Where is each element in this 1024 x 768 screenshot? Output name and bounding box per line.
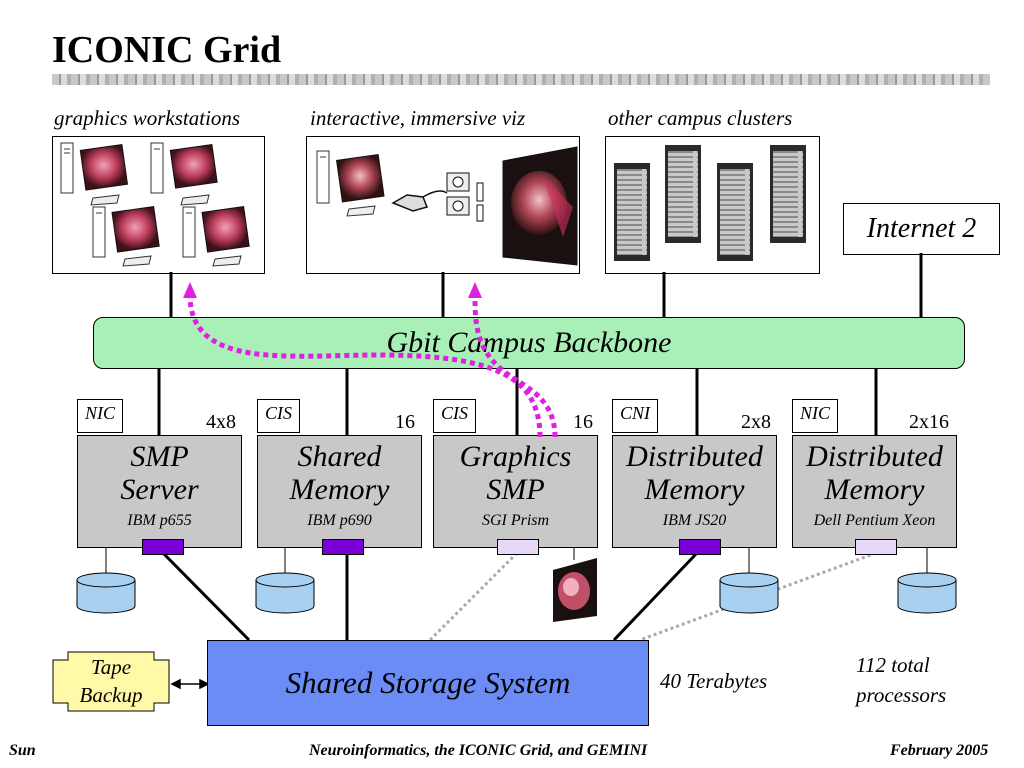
port-connector — [142, 539, 184, 555]
backbone-label: Gbit Campus Backbone — [386, 326, 672, 359]
workstation-icon — [60, 142, 129, 206]
stereo-glasses-icon — [391, 190, 448, 212]
transfer-arrows — [187, 294, 558, 438]
node-processor-count: 16 — [573, 411, 593, 433]
node-tag-cis: CIS — [433, 399, 476, 433]
disk-icon — [76, 572, 136, 614]
projector-icon — [446, 172, 484, 222]
node-name-line2: Memory — [824, 473, 925, 506]
node-model: Dell Pentium Xeon — [813, 512, 936, 529]
node-name-line2: Server — [120, 473, 199, 506]
port-connector — [322, 539, 364, 555]
processor-total-line1: 112 total — [856, 653, 930, 677]
workstation-icon — [92, 206, 160, 267]
node-model: IBM JS20 — [662, 512, 727, 529]
node-name: Distributed — [626, 440, 763, 473]
workstations-illustration — [60, 142, 250, 267]
node-distributed-memory-ibm: Distributed Memory IBM JS20 — [612, 435, 777, 548]
node-processor-count: 2x16 — [909, 411, 949, 433]
node-name-line2: SMP — [486, 473, 545, 506]
server-rack-icon — [770, 145, 806, 243]
node-name-line2: Memory — [644, 473, 745, 506]
footer-right: February 2005 — [890, 742, 989, 759]
tape-label-line2: Backup — [79, 683, 143, 707]
tape-backup: Tape Backup — [52, 651, 170, 712]
node-processor-count: 4x8 — [206, 411, 236, 433]
node-smp-server: SMP Server IBM p655 — [77, 435, 242, 548]
title-rule — [52, 74, 990, 85]
server-rack-icon — [717, 163, 753, 261]
workstation-icon — [316, 150, 385, 217]
disk-icon — [255, 572, 315, 614]
node-name: SMP — [130, 440, 189, 473]
disk-icon — [897, 572, 957, 614]
brain-render-icon — [553, 558, 597, 622]
node-name: Distributed — [806, 440, 943, 473]
arrowhead-icon — [183, 282, 197, 298]
capacity-note: 40 Terabytes — [660, 669, 768, 693]
node-name-line2: Memory — [289, 473, 390, 506]
caption-clusters: other campus clusters — [608, 106, 793, 130]
node-tag-nic: NIC — [77, 399, 124, 433]
bidirectional-arrow-icon — [170, 678, 210, 690]
arrowhead-icon — [468, 282, 482, 298]
footer-center: Neuroinformatics, the ICONIC Grid, and G… — [309, 742, 648, 759]
shared-storage-system: Shared Storage System — [207, 640, 649, 726]
node-tag-cis: CIS — [257, 399, 300, 433]
node-model: IBM p690 — [307, 512, 372, 529]
node-model: IBM p655 — [127, 512, 192, 529]
port-connector-light — [855, 539, 897, 555]
campus-backbone: Gbit Campus Backbone — [93, 317, 965, 369]
node-graphics-smp: Graphics SMP SGI Prism — [433, 435, 598, 548]
port-connector-light — [497, 539, 539, 555]
viz-illustration — [316, 146, 578, 266]
brain-render-icon — [502, 146, 578, 266]
node-name: Shared — [297, 440, 382, 473]
server-rack-icon — [614, 163, 650, 261]
footer-left: Sun — [9, 742, 36, 759]
disk-icon — [719, 572, 779, 614]
node-processor-count: 2x8 — [741, 411, 771, 433]
node-name: Graphics — [459, 440, 572, 473]
node-processor-count: 16 — [395, 411, 415, 433]
caption-viz: interactive, immersive viz — [310, 106, 526, 130]
workstation-icon — [150, 142, 218, 206]
node-tag-nic: NIC — [792, 399, 839, 433]
server-rack-icon — [665, 145, 701, 243]
clusters-panel — [605, 136, 820, 274]
port-connector — [679, 539, 721, 555]
node-distributed-memory-dell: Distributed Memory Dell Pentium Xeon — [792, 435, 957, 548]
caption-workstations: graphics workstations — [54, 106, 241, 130]
page-title: ICONIC Grid — [52, 29, 282, 71]
processor-total-note: 112 total processors — [856, 650, 946, 710]
node-model: SGI Prism — [481, 512, 550, 529]
storage-label: Shared Storage System — [285, 665, 571, 700]
tape-label-line1: Tape — [90, 655, 132, 679]
workstations-panel — [52, 136, 265, 274]
node-tag-cni: CNI — [612, 399, 659, 433]
clusters-illustration — [614, 145, 806, 261]
processor-total-line2: processors — [856, 683, 947, 707]
workstation-icon — [182, 206, 250, 267]
tape-shape — [52, 651, 170, 712]
internet2-label: Internet 2 — [866, 213, 977, 244]
node-shared-memory: Shared Memory IBM p690 — [257, 435, 422, 548]
